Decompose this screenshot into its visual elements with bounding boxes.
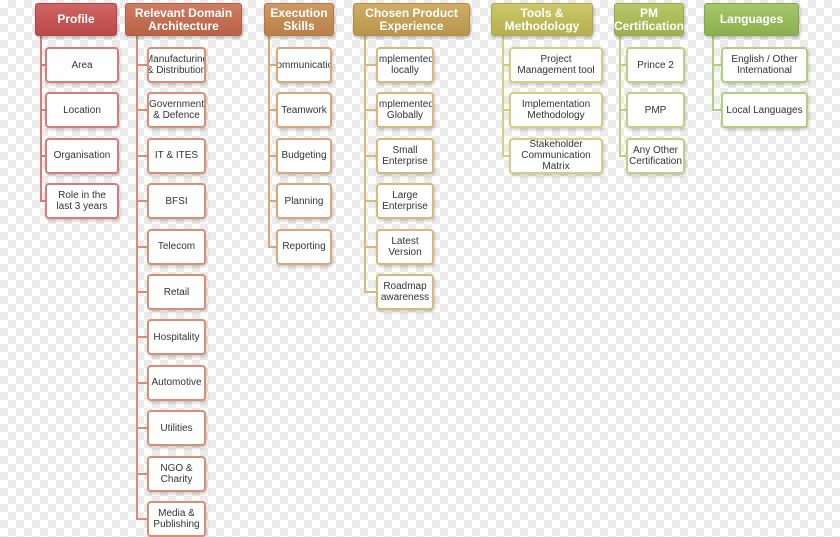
connector-branch — [136, 64, 147, 66]
connector-branch — [502, 64, 509, 66]
connector-branch — [712, 64, 721, 66]
node-box: Any Other Certification — [626, 137, 685, 174]
column-header: Relevant Domain Architecture — [125, 3, 242, 36]
node-box: Retail — [147, 274, 206, 310]
column-header: Chosen Product Experience — [353, 3, 470, 36]
connector-branch — [136, 427, 147, 430]
connector-branch — [136, 291, 147, 293]
connector-branch — [136, 109, 147, 112]
connector-branch — [619, 109, 626, 112]
node-box: Role in the last 3 years — [45, 183, 119, 220]
connector-branch — [136, 154, 147, 157]
node-box: Project Management tool — [509, 47, 603, 83]
node-box: Large Enterprise — [376, 183, 434, 220]
connector-trunk — [136, 36, 138, 520]
column-header: Profile — [35, 3, 117, 36]
connector-trunk — [40, 36, 42, 203]
node-box: Communication — [276, 47, 332, 83]
connector-branch — [136, 200, 147, 203]
connector-branch — [502, 109, 509, 112]
node-box: Hospitality — [147, 319, 206, 356]
connector-branch — [619, 64, 626, 66]
connector-trunk — [268, 36, 270, 248]
node-box: Government & Defence — [147, 92, 206, 129]
connector-branch — [40, 64, 45, 66]
connector-branch — [364, 154, 376, 157]
node-box: BFSI — [147, 183, 206, 220]
node-box: Implemented Globally — [376, 92, 434, 129]
node-box: NGO & Charity — [147, 455, 206, 492]
connector-trunk — [712, 36, 714, 112]
connector-branch — [268, 200, 276, 203]
connector-branch — [364, 109, 376, 112]
node-box: Stakeholder Communication Matrix — [509, 137, 603, 174]
connector-branch — [364, 245, 376, 248]
connector-branch — [40, 154, 45, 157]
node-box: Media & Publishing — [147, 501, 206, 537]
node-box: Manufacturing & Distribution — [147, 47, 206, 83]
connector-branch — [364, 64, 376, 66]
node-box: Budgeting — [276, 137, 332, 174]
connector-branch — [619, 154, 626, 157]
connector-branch — [136, 245, 147, 248]
node-box: Small Enterprise — [376, 137, 434, 174]
column-header: Languages — [704, 3, 799, 36]
node-box: Prince 2 — [626, 47, 685, 83]
node-box: Implementation Methodology — [509, 92, 603, 129]
node-box: Automotive — [147, 364, 206, 401]
connector-branch — [40, 200, 45, 203]
node-box: English / Other International — [721, 47, 808, 83]
node-box: Roadmap awareness — [376, 274, 434, 310]
column-header: Tools & Methodology — [491, 3, 593, 36]
connector-trunk — [502, 36, 504, 157]
node-box: Organisation — [45, 137, 119, 174]
node-box: Location — [45, 92, 119, 129]
connector-branch — [268, 245, 276, 248]
connector-branch — [268, 154, 276, 157]
connector-branch — [268, 109, 276, 112]
connector-branch — [364, 291, 376, 293]
connector-branch — [268, 64, 276, 66]
node-box: Implemented locally — [376, 47, 434, 83]
connector-branch — [364, 200, 376, 203]
node-box: IT & ITES — [147, 137, 206, 174]
connector-trunk — [619, 36, 621, 157]
node-box: Local Languages — [721, 92, 808, 129]
node-box: PMP — [626, 92, 685, 129]
connector-branch — [136, 518, 147, 520]
connector-branch — [136, 381, 147, 384]
connector-branch — [40, 109, 45, 112]
connector-branch — [136, 336, 147, 339]
node-box: Area — [45, 47, 119, 83]
connector-trunk — [364, 36, 366, 293]
node-box: Reporting — [276, 228, 332, 265]
node-box: Telecom — [147, 228, 206, 265]
node-box: Teamwork — [276, 92, 332, 129]
connector-branch — [712, 109, 721, 112]
connector-branch — [136, 472, 147, 475]
node-box: Planning — [276, 183, 332, 220]
column-header: PM Certification — [614, 3, 684, 36]
connector-branch — [502, 154, 509, 157]
node-box: Latest Version — [376, 228, 434, 265]
node-box: Utilities — [147, 410, 206, 447]
column-header: Execution Skills — [264, 3, 334, 36]
